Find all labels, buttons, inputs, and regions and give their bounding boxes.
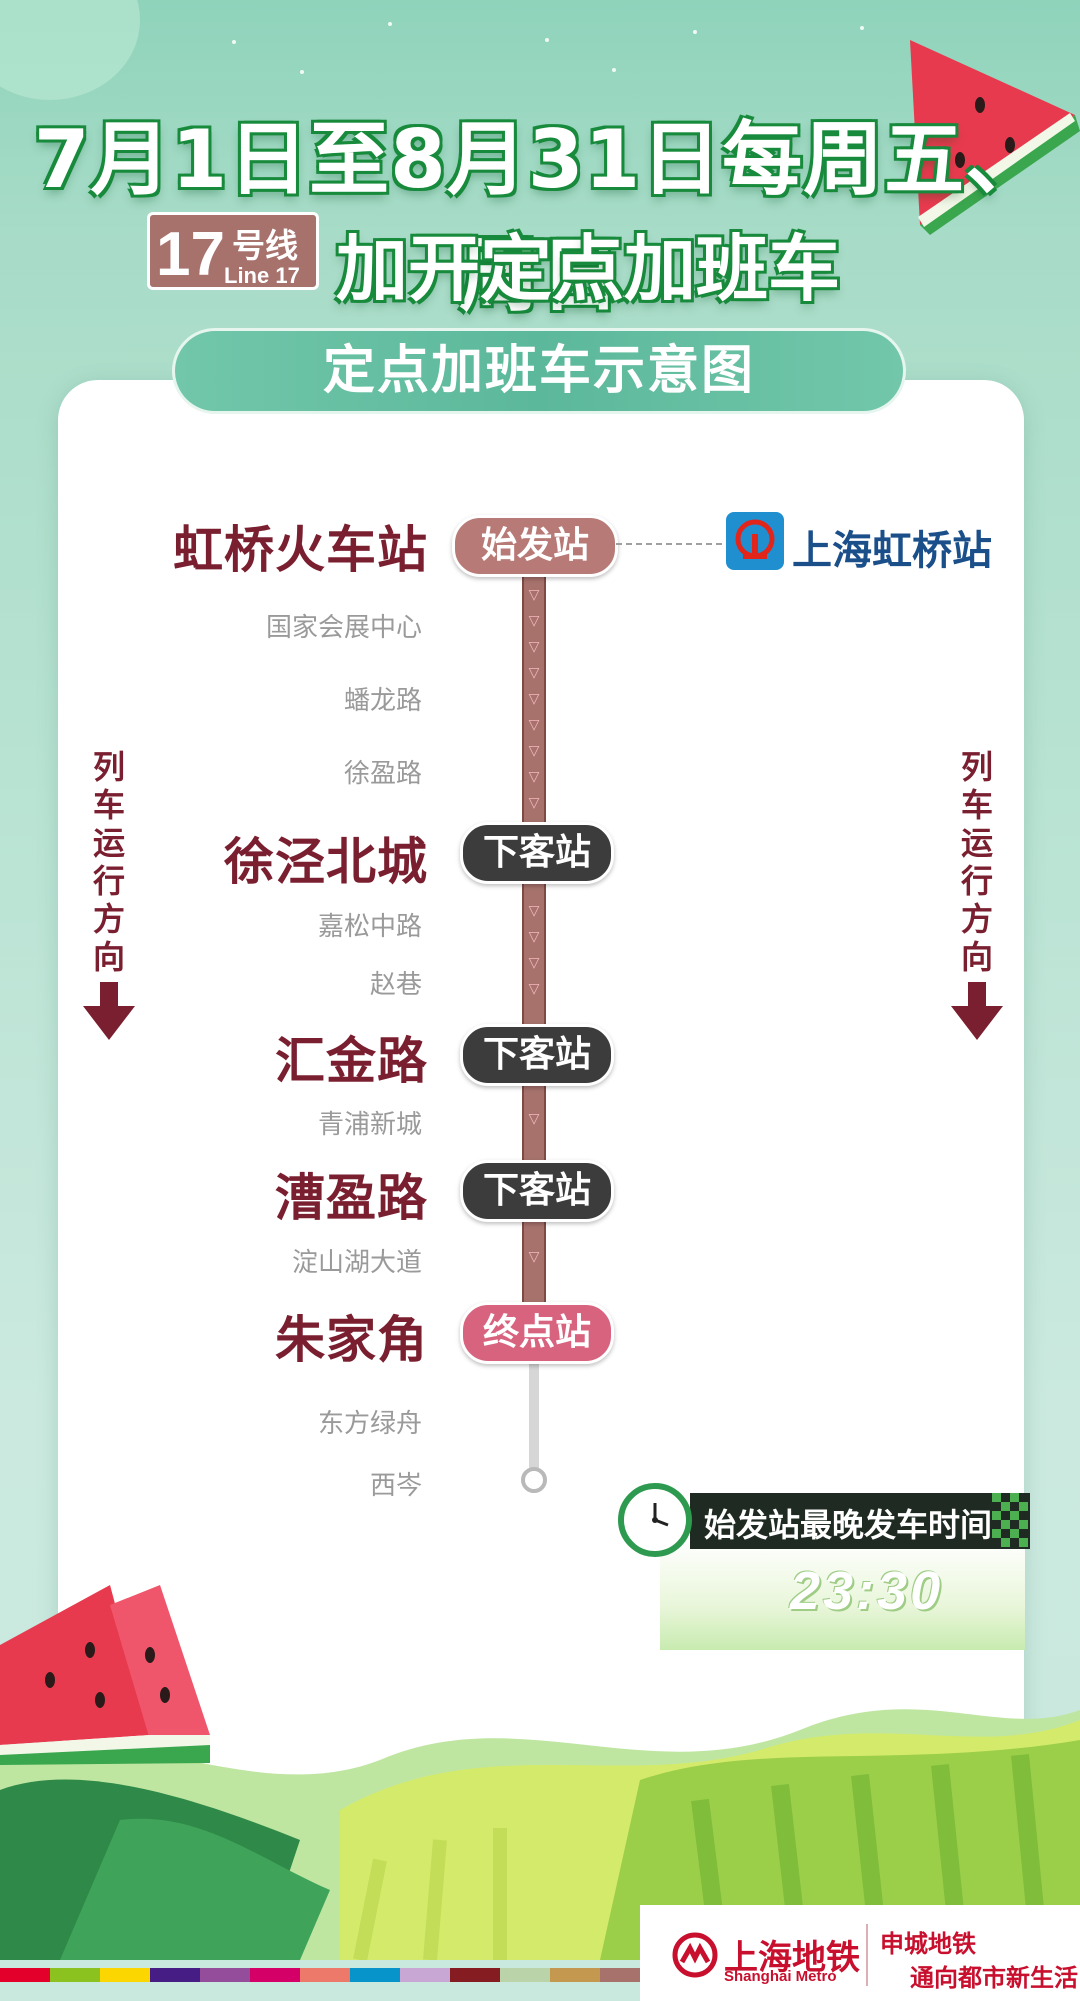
- section-title: 定点加班车示意图: [172, 328, 906, 414]
- slogan-line1: 申城地铁: [880, 1932, 976, 1958]
- station-dianshan: 淀山湖大道: [291, 1248, 422, 1278]
- last-train-label: 始发站最晚发车时间: [704, 1506, 993, 1544]
- station-zhujiajiao: 朱家角: [275, 1311, 428, 1369]
- station-guojia: 国家会展中心: [265, 613, 422, 643]
- direction-chevron-icon: ▽: [528, 639, 540, 655]
- shanghai-metro-logo-icon: [672, 1932, 718, 1978]
- metro-logo-en: Shanghai Metro: [724, 1968, 837, 1985]
- station-caoying: 漕盈路: [275, 1169, 428, 1227]
- line-number-suffix: 号线: [232, 226, 298, 265]
- direction-chevron-icon: ▽: [528, 717, 540, 733]
- down-arrow-icon: [83, 982, 135, 1040]
- station-hongqiao: 虹桥火车站: [173, 521, 428, 579]
- direction-chevron-icon: ▽: [528, 903, 540, 919]
- direction-chevron-icon: ▽: [528, 587, 540, 603]
- station-huijin: 汇金路: [275, 1032, 428, 1090]
- station-panlong: 蟠龙路: [343, 686, 422, 716]
- station-dongfang: 东方绿舟: [317, 1409, 422, 1439]
- direction-chevron-icon: ▽: [528, 691, 540, 707]
- decor-bubble: [0, 0, 140, 100]
- decor-star: [693, 30, 697, 34]
- tag-drop-off: 下客站: [460, 1024, 614, 1086]
- watermelon-icon: [910, 40, 1080, 235]
- station-xujing: 徐泾北城: [224, 833, 428, 891]
- date-title: 7月1日至8月31日每周五、周日: [33, 113, 1047, 322]
- direction-label-left: 列车运行方向: [92, 748, 125, 976]
- direction-chevron-icon: ▽: [528, 769, 540, 785]
- decor-star: [545, 38, 549, 42]
- direction-chevron-icon: ▽: [528, 613, 540, 629]
- tag-terminal: 终点站: [460, 1302, 614, 1364]
- station-zhaoxiang: 赵巷: [369, 970, 422, 1000]
- transfer-connector: [616, 543, 722, 545]
- direction-chevron-icon: ▽: [528, 743, 540, 759]
- metro-logo-cn: 上海地铁: [724, 1938, 860, 1978]
- footer-divider: [866, 1924, 868, 1986]
- direction-chevron-icon: ▽: [528, 955, 540, 971]
- terminal-ring-icon: [521, 1467, 547, 1493]
- down-arrow-icon: [951, 982, 1003, 1040]
- last-train-panel: [660, 1540, 1025, 1650]
- color-stripe: [0, 1968, 660, 1982]
- direction-label-right: 列车运行方向: [960, 748, 993, 976]
- station-qingpu: 青浦新城: [317, 1110, 422, 1140]
- railway-icon: [726, 512, 784, 570]
- direction-chevron-icon: ▽: [528, 665, 540, 681]
- tag-origin: 始发站: [452, 515, 618, 577]
- extra-train-title: 加开定点加班车: [336, 227, 841, 311]
- tag-drop-off: 下客站: [460, 822, 614, 884]
- last-train-banner: [690, 1493, 1030, 1549]
- decor-star: [388, 22, 392, 26]
- direction-chevron-icon: ▽: [528, 929, 540, 945]
- decor-star: [612, 68, 616, 72]
- line-number: 17: [156, 220, 225, 289]
- watermelon-icon: [0, 1585, 210, 1765]
- direction-chevron-icon: ▽: [528, 795, 540, 811]
- clock-icon: [618, 1483, 692, 1557]
- tag-drop-off: 下客站: [460, 1160, 614, 1222]
- slogan-line2: 通向都市新生活: [910, 1966, 1078, 1992]
- direction-chevron-icon: ▽: [528, 981, 540, 997]
- decor-star: [300, 70, 304, 74]
- direction-chevron-icon: ▽: [528, 1249, 540, 1265]
- decor-star: [232, 40, 236, 44]
- station-xuying: 徐盈路: [343, 759, 422, 789]
- last-train-time: 23:30: [790, 1561, 944, 1621]
- transfer-station-label: 上海虹桥站: [792, 528, 992, 574]
- line-track-unserved: [529, 1325, 539, 1475]
- station-jiasong: 嘉松中路: [317, 912, 422, 942]
- line-name-en: Line 17: [224, 263, 300, 288]
- direction-chevron-icon: ▽: [528, 1111, 540, 1127]
- decor-star: [860, 26, 864, 30]
- station-xicen: 西岑: [369, 1471, 422, 1501]
- checker-pattern: [992, 1493, 1028, 1547]
- line-badge: 17 号线 Line 17: [147, 212, 319, 290]
